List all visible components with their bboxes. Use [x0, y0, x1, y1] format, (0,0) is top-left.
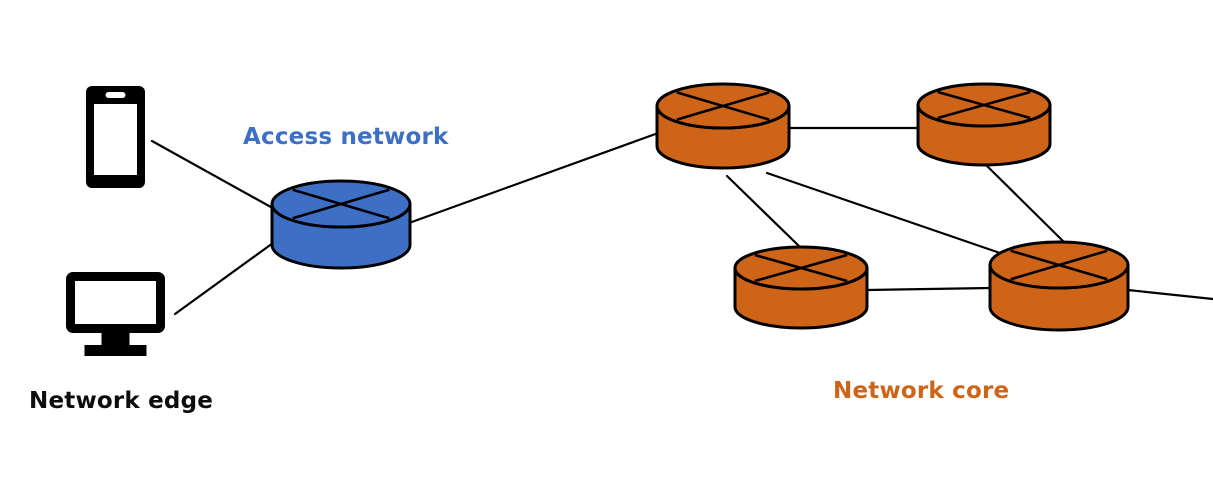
monitor-stand-base	[84, 345, 147, 356]
link-layer	[150, 126, 1213, 316]
router-core-router-2[interactable]	[916, 82, 1052, 167]
label-network-edge: Network edge	[29, 388, 213, 414]
monitor-neck	[101, 333, 130, 347]
network-link-core-router-1-to-core-router-4	[765, 171, 1002, 255]
device-phone-icon[interactable]	[86, 86, 145, 188]
router-core-router-4[interactable]	[988, 240, 1130, 332]
router-x-stroke-b	[937, 90, 1031, 120]
router-access-router[interactable]	[270, 179, 412, 270]
network-link-core-router-2-to-core-router-4	[984, 163, 1067, 245]
network-link-smartphone-to-access-router	[150, 139, 280, 213]
router-x-stroke-b	[1010, 249, 1108, 281]
network-link-core-router-1-to-core-router-3	[725, 174, 802, 249]
router-x-stroke-b	[292, 188, 390, 220]
device-layer	[66, 86, 165, 356]
router-core-router-1[interactable]	[655, 82, 791, 170]
router-core-router-3[interactable]	[733, 245, 869, 330]
router-x-stroke-b	[676, 91, 770, 121]
network-link-access-router-to-core-router-1	[407, 130, 663, 225]
network-link-core-router-4-to-external	[1126, 288, 1213, 301]
network-link-desktop-monitor-to-access-router	[173, 241, 275, 316]
phone-speaker-slot	[105, 92, 126, 98]
router-layer	[270, 82, 1130, 332]
phone-screen	[94, 104, 137, 175]
router-x-stroke-b	[754, 253, 848, 283]
label-network-core: Network core	[833, 378, 1009, 404]
label-access-network: Access network	[243, 124, 449, 150]
network-link-core-router-3-to-core-router-4	[866, 286, 993, 292]
monitor-screen	[75, 281, 156, 324]
device-monitor-icon[interactable]	[66, 272, 165, 356]
